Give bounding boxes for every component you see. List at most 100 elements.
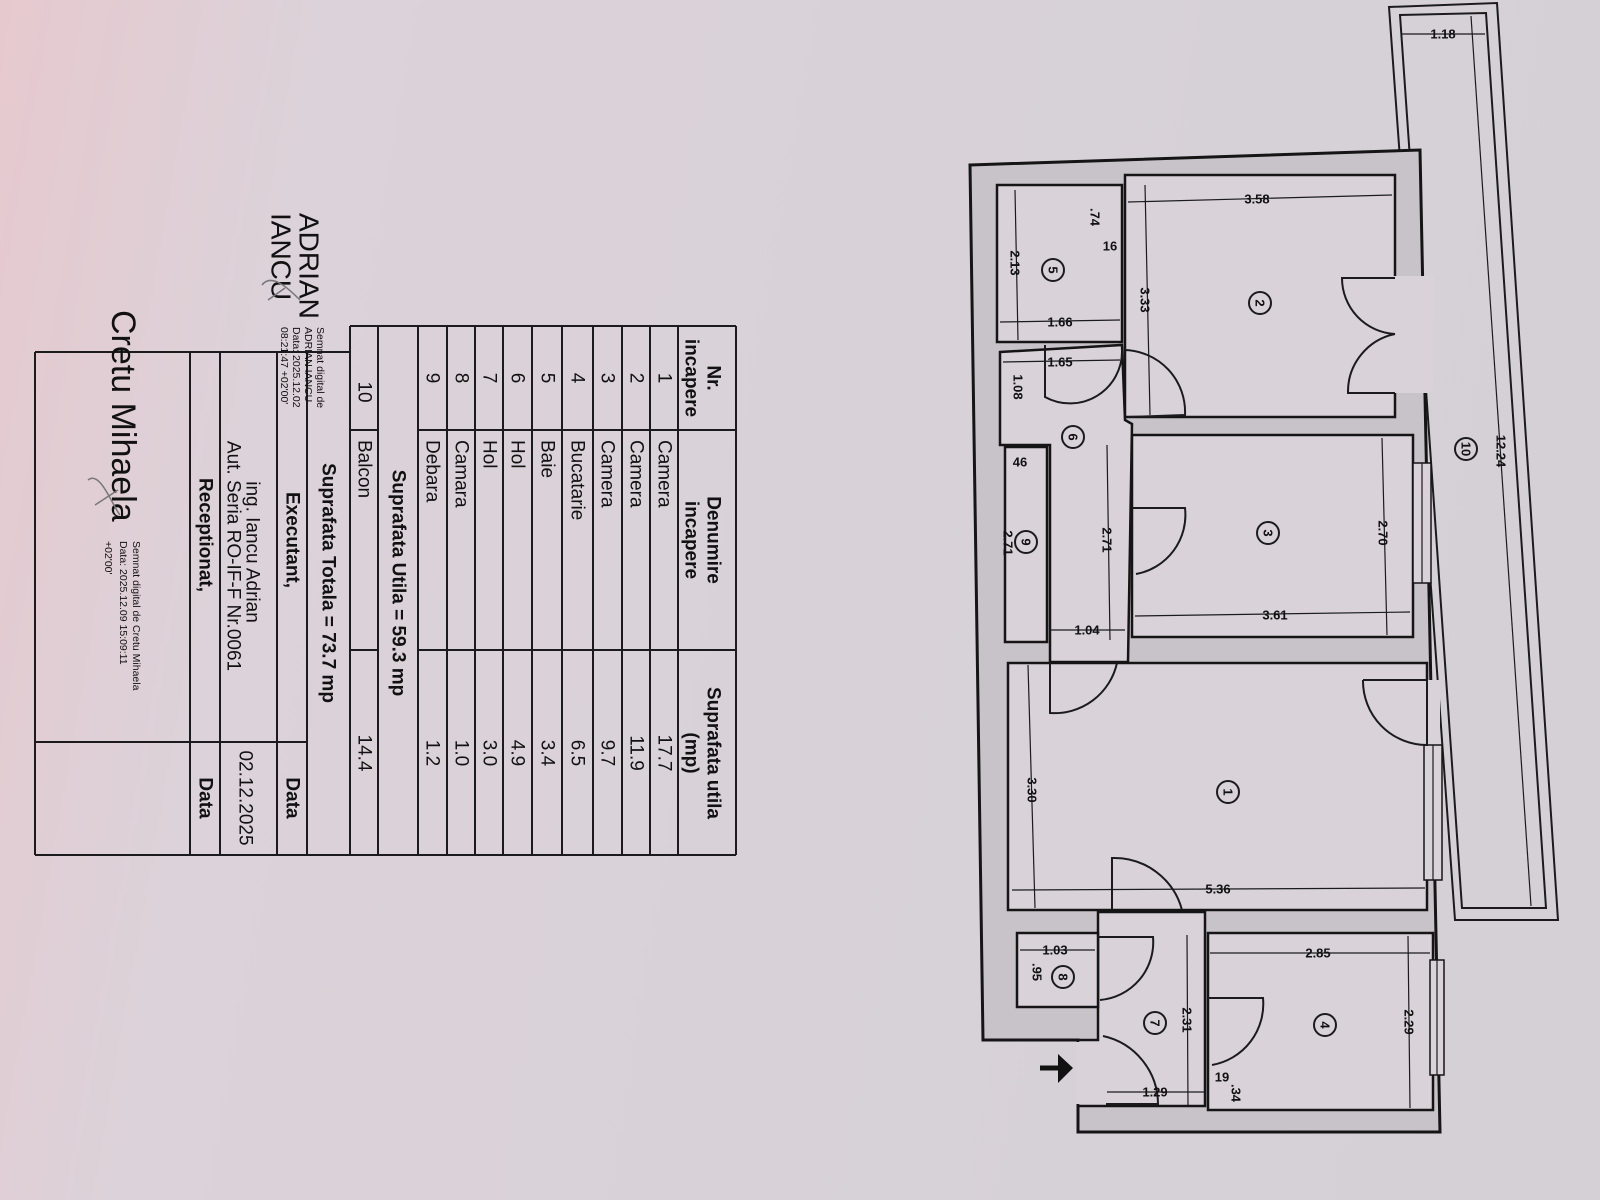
row-area: 9.7 (597, 740, 618, 766)
door-swing (1346, 333, 1396, 394)
room-marker-8: 8 (1051, 965, 1075, 989)
room-4-kitchen (1206, 931, 1435, 1112)
door-swing (1111, 856, 1183, 911)
room-2-bedroom (1123, 173, 1397, 419)
dim-room2-width: 3.58 (1244, 192, 1269, 207)
row-area: 6.5 (567, 740, 588, 766)
row-area: 14.4 (354, 735, 375, 772)
dim-balcony-width: 1.18 (1430, 27, 1455, 42)
room-marker-3: 3 (1256, 521, 1280, 545)
dimension-line (1144, 184, 1151, 416)
room-marker-1: 1 (1216, 780, 1240, 804)
door-swing (1044, 345, 1124, 405)
signature-detail: +02'00' (102, 541, 114, 575)
dim-room9-depth: 46 (1013, 455, 1027, 470)
room-marker-label: 3 (1261, 529, 1276, 536)
row-nr: 1 (654, 373, 675, 384)
table-row: 8 Camara 1.0 (451, 373, 472, 767)
dim-room1-length: 3.30 (1025, 777, 1040, 802)
row-area: 17.7 (654, 735, 675, 772)
room-marker-label: 9 (1019, 538, 1034, 545)
dim-room3-length: 2.70 (1376, 520, 1391, 545)
dim-hall6-width: 1.65 (1047, 355, 1072, 370)
room-3-bedroom (1130, 433, 1415, 639)
row-area: 1.0 (451, 740, 472, 766)
room-marker-2: 2 (1248, 291, 1272, 315)
engineer-name: ing. Iancu Adrian (242, 481, 263, 623)
signature-scribble (261, 279, 301, 301)
row-name: Camera (654, 440, 675, 508)
room-marker-label: 7 (1148, 1019, 1163, 1026)
room-7-hall (1076, 910, 1207, 1108)
dim-wall-34: .34 (1229, 1084, 1244, 1103)
row-name: Hol (507, 440, 528, 469)
room-marker-5: 5 (1041, 258, 1065, 282)
header-nr: Nr. (703, 365, 724, 390)
dimension-line (1134, 611, 1411, 617)
row-nr: 8 (451, 373, 472, 384)
dim-wall-19: 19 (1215, 1070, 1229, 1085)
dimension-line (1381, 437, 1388, 636)
dimension-line (1470, 15, 1532, 907)
room-9-closet (1003, 445, 1049, 644)
row-area: 11.9 (626, 735, 647, 771)
row-name: Bucatarie (567, 440, 588, 520)
signature-detail: Data: 2025.12.09 15:09:11 (117, 541, 129, 665)
header-name: Denumire (703, 496, 724, 584)
row-area: 3.0 (479, 740, 500, 766)
signature-detail: Semnat digital de (314, 327, 326, 408)
receptionat-date-label: Data (195, 777, 216, 819)
room-marker-label: 8 (1056, 973, 1071, 980)
dim-room4-width: 2.85 (1305, 946, 1330, 961)
row-area: 3.4 (537, 740, 558, 767)
row-name: Debara (422, 440, 443, 503)
room-area-table: Nr. incapere Denumire incapere Suprafata… (34, 325, 737, 856)
dimension-line (1186, 934, 1189, 1107)
row-name: Camera (626, 440, 647, 508)
dim-room5-length: 2.13 (1008, 250, 1023, 275)
dim-room5-wall: 16 (1103, 239, 1117, 254)
signature-detail: Semnat digital de Cretu Mihaela (130, 541, 142, 691)
signature-name: IANCU (266, 213, 297, 300)
door-swing (1361, 679, 1428, 747)
room-8-pantry (1015, 931, 1100, 1009)
table-row: 5 Baie 3.4 (537, 373, 558, 767)
signature-adrian-iancu: ADRIAN IANCU Semnat digital de ADRIAN IA… (261, 213, 326, 408)
table-row-balcony: 10 Balcon 14.4 (354, 381, 375, 771)
door-swing (1049, 662, 1118, 715)
row-nr: 10 (354, 381, 375, 402)
row-area: 4.9 (507, 740, 528, 766)
dim-room8-width: 1.03 (1042, 943, 1067, 958)
row-name: Baie (537, 440, 558, 478)
authorization-number: Aut. Seria RO-IF-F Nr.0061 (223, 441, 244, 671)
entrance-opening (1076, 1042, 1100, 1104)
balcony-outline (1387, 1, 1560, 921)
room-marker-6: 6 (1061, 425, 1085, 449)
door-swing (1098, 936, 1155, 1001)
row-name: Hol (479, 440, 500, 469)
room-5-bath (995, 183, 1124, 344)
door-swing (1340, 277, 1396, 335)
header-area: Suprafata utila (703, 687, 724, 819)
total-area: Suprafata Totala = 73.7 mp (318, 463, 339, 703)
room-marker-label: 5 (1046, 266, 1061, 273)
room-marker-9: 9 (1014, 530, 1038, 554)
balcony-inner (1398, 11, 1548, 909)
dimension-line (1407, 935, 1411, 1109)
dim-room4-length: 2.29 (1402, 1009, 1417, 1034)
floor-plan: 1.18 12.24 3.58 3.33 2.13 .74 16 1.66 1.… (968, 1, 1560, 1134)
table-row: 1 Camera 17.7 (654, 373, 675, 772)
executant-date: 02.12.2025 (235, 750, 256, 845)
room-marker-label: 2 (1253, 299, 1268, 306)
table-grid (34, 325, 737, 856)
row-nr: 9 (422, 373, 443, 384)
door-swing (1123, 349, 1187, 418)
row-area: 1.2 (422, 740, 443, 766)
dim-hall6-bottom: 1.04 (1074, 623, 1100, 638)
door-swing (1132, 507, 1187, 575)
dimension-line (1002, 359, 1121, 363)
table-row: 2 Camera 11.9 (626, 373, 647, 771)
balcony-door-opening (1392, 276, 1434, 393)
row-name: Balcon (354, 440, 375, 498)
